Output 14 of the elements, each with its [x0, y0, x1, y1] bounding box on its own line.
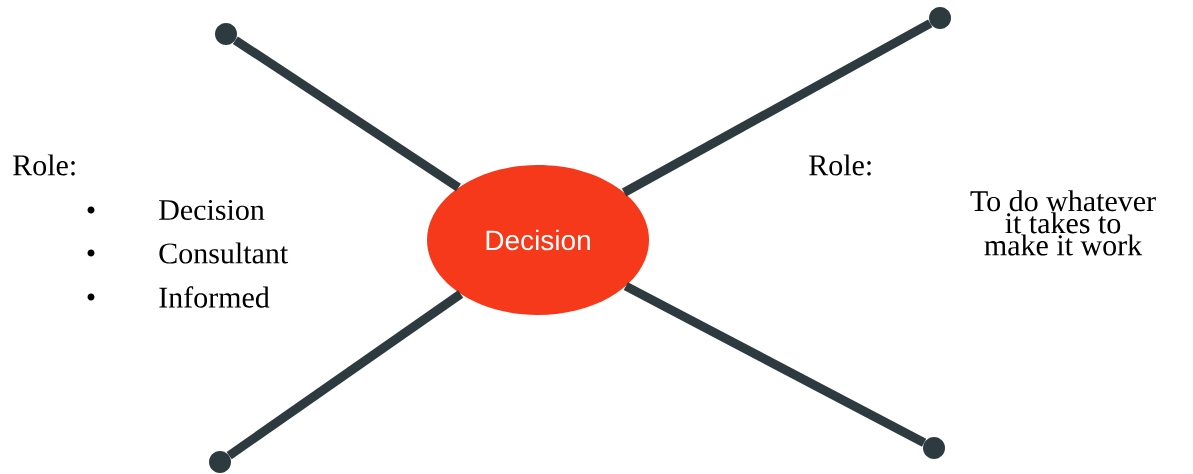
bullet-item: Informed	[159, 286, 270, 308]
connector-line	[232, 36, 461, 192]
line-end-dot	[215, 23, 237, 45]
role-label: Role:	[13, 154, 75, 176]
connector-line	[623, 282, 927, 447]
connector-line	[226, 290, 464, 460]
connector-line	[621, 19, 933, 197]
line-end-dot	[209, 451, 231, 473]
role-description: To do whatever it takes to make it work	[970, 190, 1156, 256]
line-end-dot	[929, 7, 951, 29]
bullet-item: Decision	[159, 199, 265, 221]
role-label: Role:	[809, 154, 871, 176]
line-end-dot	[923, 437, 945, 459]
bullet-item: Consultant	[159, 242, 289, 264]
